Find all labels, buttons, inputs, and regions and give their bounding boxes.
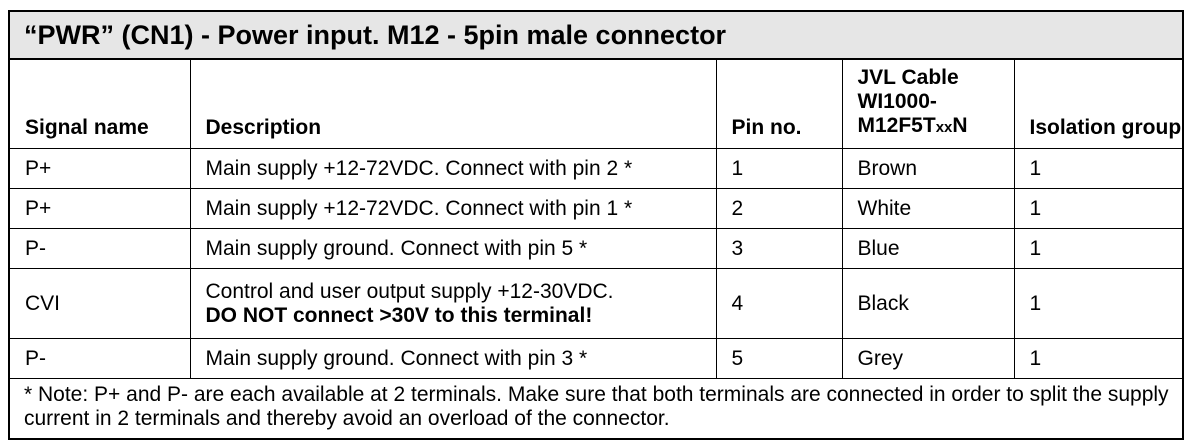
cell-description: Main supply +12-72VDC. Connect with pin … bbox=[189, 188, 717, 229]
cell-pin: 1 bbox=[715, 148, 843, 189]
table-title-bar: “PWR” (CN1) - Power input. M12 - 5pin ma… bbox=[10, 12, 1182, 60]
cell-cable: Black bbox=[841, 268, 1015, 339]
cell-pin: 4 bbox=[715, 268, 843, 339]
table-row: P- Main supply ground. Connect with pin … bbox=[10, 338, 1182, 379]
footnote: * Note: P+ and P- are each available at … bbox=[10, 378, 1182, 444]
cell-signal: P- bbox=[10, 228, 191, 269]
header-cable-line2: WI1000- bbox=[857, 90, 937, 113]
note-row: * Note: P+ and P- are each available at … bbox=[10, 378, 1182, 444]
cell-cable: White bbox=[841, 188, 1015, 229]
cell-description-warning: DO NOT connect >30V to this terminal! bbox=[205, 303, 593, 327]
table-row: P+ Main supply +12-72VDC. Connect with p… bbox=[10, 188, 1182, 229]
cell-pin: 5 bbox=[715, 338, 843, 379]
header-jvl-cable: JVL Cable WI1000- M12F5TxxN bbox=[841, 60, 1015, 149]
header-pin-no: Pin no. bbox=[715, 60, 843, 149]
cell-description-text: Control and user output supply +12-30VDC… bbox=[205, 279, 614, 303]
cell-pin: 3 bbox=[715, 228, 843, 269]
header-cable-line1: JVL Cable bbox=[857, 66, 959, 89]
header-row: Signal name Description Pin no. JVL Cabl… bbox=[10, 60, 1182, 149]
cell-description: Control and user output supply +12-30VDC… bbox=[189, 268, 717, 339]
header-signal-name: Signal name bbox=[10, 60, 191, 149]
table-row: P+ Main supply +12-72VDC. Connect with p… bbox=[10, 148, 1182, 189]
connector-table-frame: “PWR” (CN1) - Power input. M12 - 5pin ma… bbox=[8, 10, 1184, 444]
cell-cable: Grey bbox=[841, 338, 1015, 379]
table-row: P- Main supply ground. Connect with pin … bbox=[10, 228, 1182, 269]
cell-cable: Blue bbox=[841, 228, 1015, 269]
cell-cable: Brown bbox=[841, 148, 1015, 189]
header-cable-line3-c: N bbox=[952, 114, 968, 137]
cell-description: Main supply ground. Connect with pin 5 * bbox=[189, 228, 717, 269]
header-cable-line3-b: xx bbox=[935, 119, 953, 136]
header-description: Description bbox=[189, 60, 717, 149]
cell-isolation: 1 bbox=[1013, 228, 1182, 269]
pin-table: Signal name Description Pin no. JVL Cabl… bbox=[10, 60, 1182, 444]
cell-isolation: 1 bbox=[1013, 268, 1182, 339]
cell-signal: P- bbox=[10, 338, 191, 379]
cell-isolation: 1 bbox=[1013, 188, 1182, 229]
table-row: CVI Control and user output supply +12-3… bbox=[10, 268, 1182, 339]
table-title: “PWR” (CN1) - Power input. M12 - 5pin ma… bbox=[24, 20, 727, 50]
cell-signal: CVI bbox=[10, 268, 191, 339]
cell-pin: 2 bbox=[715, 188, 843, 229]
header-cable-line3-a: M12F5T bbox=[857, 114, 936, 137]
cell-signal: P+ bbox=[10, 188, 191, 229]
header-isolation-group: Isolation group bbox=[1013, 60, 1182, 149]
cell-isolation: 1 bbox=[1013, 148, 1182, 189]
cell-isolation: 1 bbox=[1013, 338, 1182, 379]
cell-description: Main supply +12-72VDC. Connect with pin … bbox=[189, 148, 717, 189]
cell-signal: P+ bbox=[10, 148, 191, 189]
cell-description: Main supply ground. Connect with pin 3 * bbox=[189, 338, 717, 379]
